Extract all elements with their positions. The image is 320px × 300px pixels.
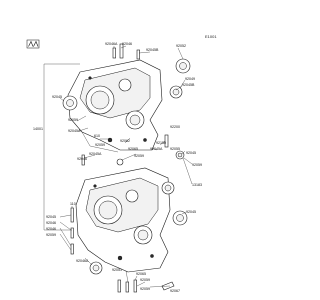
bolts-bottom xyxy=(117,279,175,293)
leader-lines xyxy=(59,45,193,288)
label-92045a-left: 92045A xyxy=(68,129,81,133)
label-92200: 92200 xyxy=(170,125,180,129)
label-92059-bot: 92059 xyxy=(140,278,150,282)
label-92045-left: 92045 xyxy=(52,95,62,99)
middle-small-parts xyxy=(81,134,185,166)
label-92045b-right: 92045B xyxy=(182,83,195,87)
bearing-upper-left xyxy=(62,95,78,111)
bolts-left xyxy=(70,207,74,255)
label-610: 610 xyxy=(94,134,100,138)
label-92065-bot: 92065 xyxy=(136,272,146,276)
label-92067: 92067 xyxy=(170,289,180,293)
label-92045b-top: 92045B xyxy=(146,48,159,52)
label-92059-mid: 92059 xyxy=(95,143,105,147)
label-13183: 13183 xyxy=(192,183,202,187)
label-92055: 92055 xyxy=(170,147,180,151)
bearing-upper-right xyxy=(169,58,191,99)
label-92062: 92062 xyxy=(120,139,130,143)
label-92065: 92065 xyxy=(128,147,138,151)
upper-crankcase-half xyxy=(67,59,163,153)
label-92059-left: 92059 xyxy=(68,118,78,122)
label-92045a-mid: 92045A xyxy=(150,147,163,151)
label-92052: 92052 xyxy=(176,44,186,48)
label-92051: 92051 xyxy=(112,268,122,272)
label-92046-llow2: 92046 xyxy=(46,227,56,231)
label-110: 110 xyxy=(70,202,76,206)
label-92049: 92049 xyxy=(185,77,195,81)
label-92150: 92150 xyxy=(156,141,166,145)
label-92045-rlow: 92045 xyxy=(186,210,196,214)
assembly-bracket xyxy=(43,63,80,231)
reference-code: E1001 xyxy=(205,34,217,39)
label-14001: 14001 xyxy=(33,127,43,131)
lower-crankcase-half xyxy=(75,167,171,273)
label-92045-llow: 92045 xyxy=(46,215,56,219)
label-92046-top: 92046 xyxy=(122,42,132,46)
manufacturer-logo-icon xyxy=(26,39,40,49)
label-92046-mid: 92046 xyxy=(77,157,87,161)
label-92059-rmid: 92059 xyxy=(192,163,202,167)
bearing-lower-left xyxy=(89,261,103,275)
label-92059-llow: 92059 xyxy=(46,233,56,237)
crankcase-exploded-view: E1001 xyxy=(26,34,217,293)
bearing-lower-right xyxy=(161,181,188,226)
label-92045-rmid: 92045 xyxy=(186,151,196,155)
label-92059-mid2: 92059 xyxy=(134,154,144,158)
label-92046a-top: 92046A xyxy=(105,42,118,46)
label-92046-llow: 92046 xyxy=(46,221,56,225)
label-92046a-low: 92046A xyxy=(76,259,89,263)
label-92059-bot2: 92059 xyxy=(140,287,150,291)
label-92045a-mid2: 92045A xyxy=(89,152,102,156)
parts-diagram: E1001 xyxy=(26,34,217,293)
dowel-pins-top xyxy=(112,43,140,60)
part-labels: 92046A 92046 92045B 92052 92049 92045B 9… xyxy=(33,42,202,293)
